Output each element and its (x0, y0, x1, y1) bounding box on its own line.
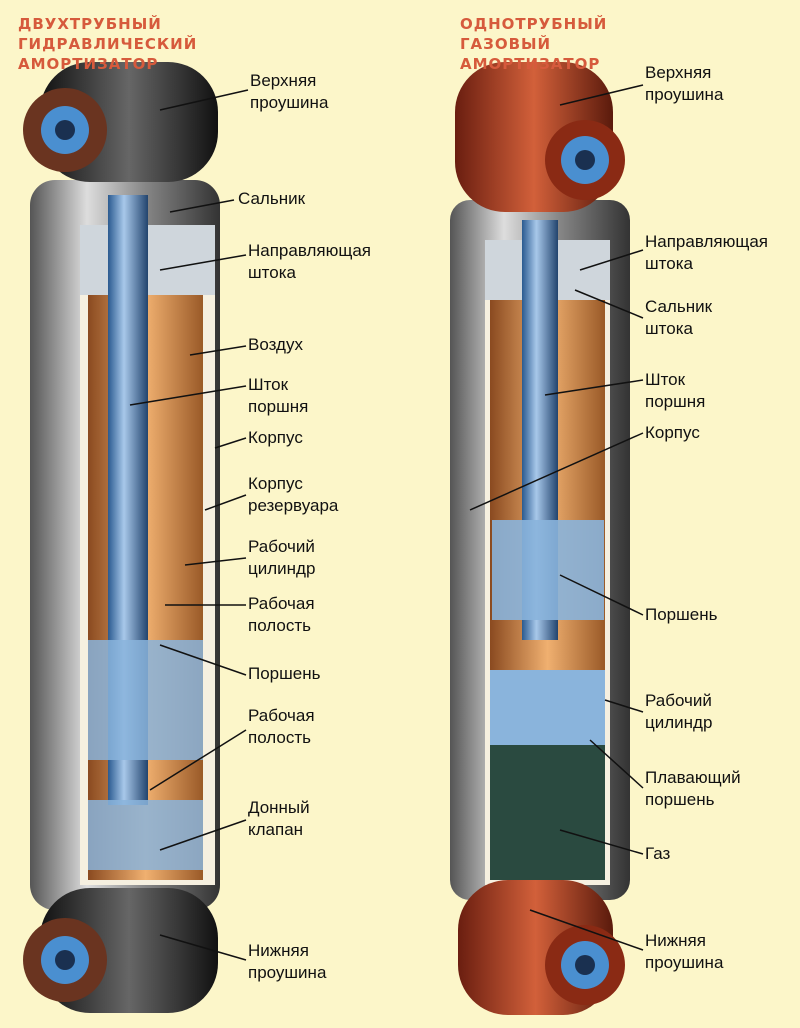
twin-tube-shock (23, 62, 220, 1013)
label-rod-guide: Направляющая штока (645, 232, 769, 273)
label-base-valve: Донный клапан (248, 798, 310, 839)
label-gas: Газ (645, 844, 671, 863)
left-title: Двухтрубный гидравлический амортизатор (18, 15, 198, 73)
label-upper-eye: Верхняя проушина (645, 63, 724, 104)
label-rod-seal: Сальник штока (645, 297, 713, 338)
mono-tube-shock (450, 62, 630, 1015)
label-working-chamber: Рабочая полость (248, 594, 315, 635)
label-rod-guide: Направляющая штока (248, 241, 372, 282)
label-upper-eye: Верхняя проушина (250, 71, 329, 112)
leader-lines (129, 84, 644, 961)
label-body: Корпус (248, 428, 303, 447)
label-air: Воздух (248, 335, 303, 354)
label-working-cylinder: Рабочий цилиндр (248, 537, 316, 578)
label-piston: Поршень (248, 664, 321, 683)
label-piston-rod: Шток поршня (248, 375, 309, 416)
label-piston-rod: Шток поршня (645, 370, 706, 411)
label-lower-eye: Нижняя проушина (248, 941, 327, 982)
label-reservoir-body: Корпус резервуара (248, 474, 339, 515)
label-lower-eye: Нижняя проушина (645, 931, 724, 972)
label-body: Корпус (645, 423, 700, 442)
right-title: Однотрубный газовый амортизатор (460, 15, 608, 73)
label-working-cylinder: Рабочий цилиндр (645, 691, 713, 732)
label-seal: Сальник (238, 189, 306, 208)
label-piston: Поршень (645, 605, 718, 624)
label-working-chamber-lower: Рабочая полость (248, 706, 315, 747)
label-floating-piston: Плавающий поршень (645, 768, 741, 809)
